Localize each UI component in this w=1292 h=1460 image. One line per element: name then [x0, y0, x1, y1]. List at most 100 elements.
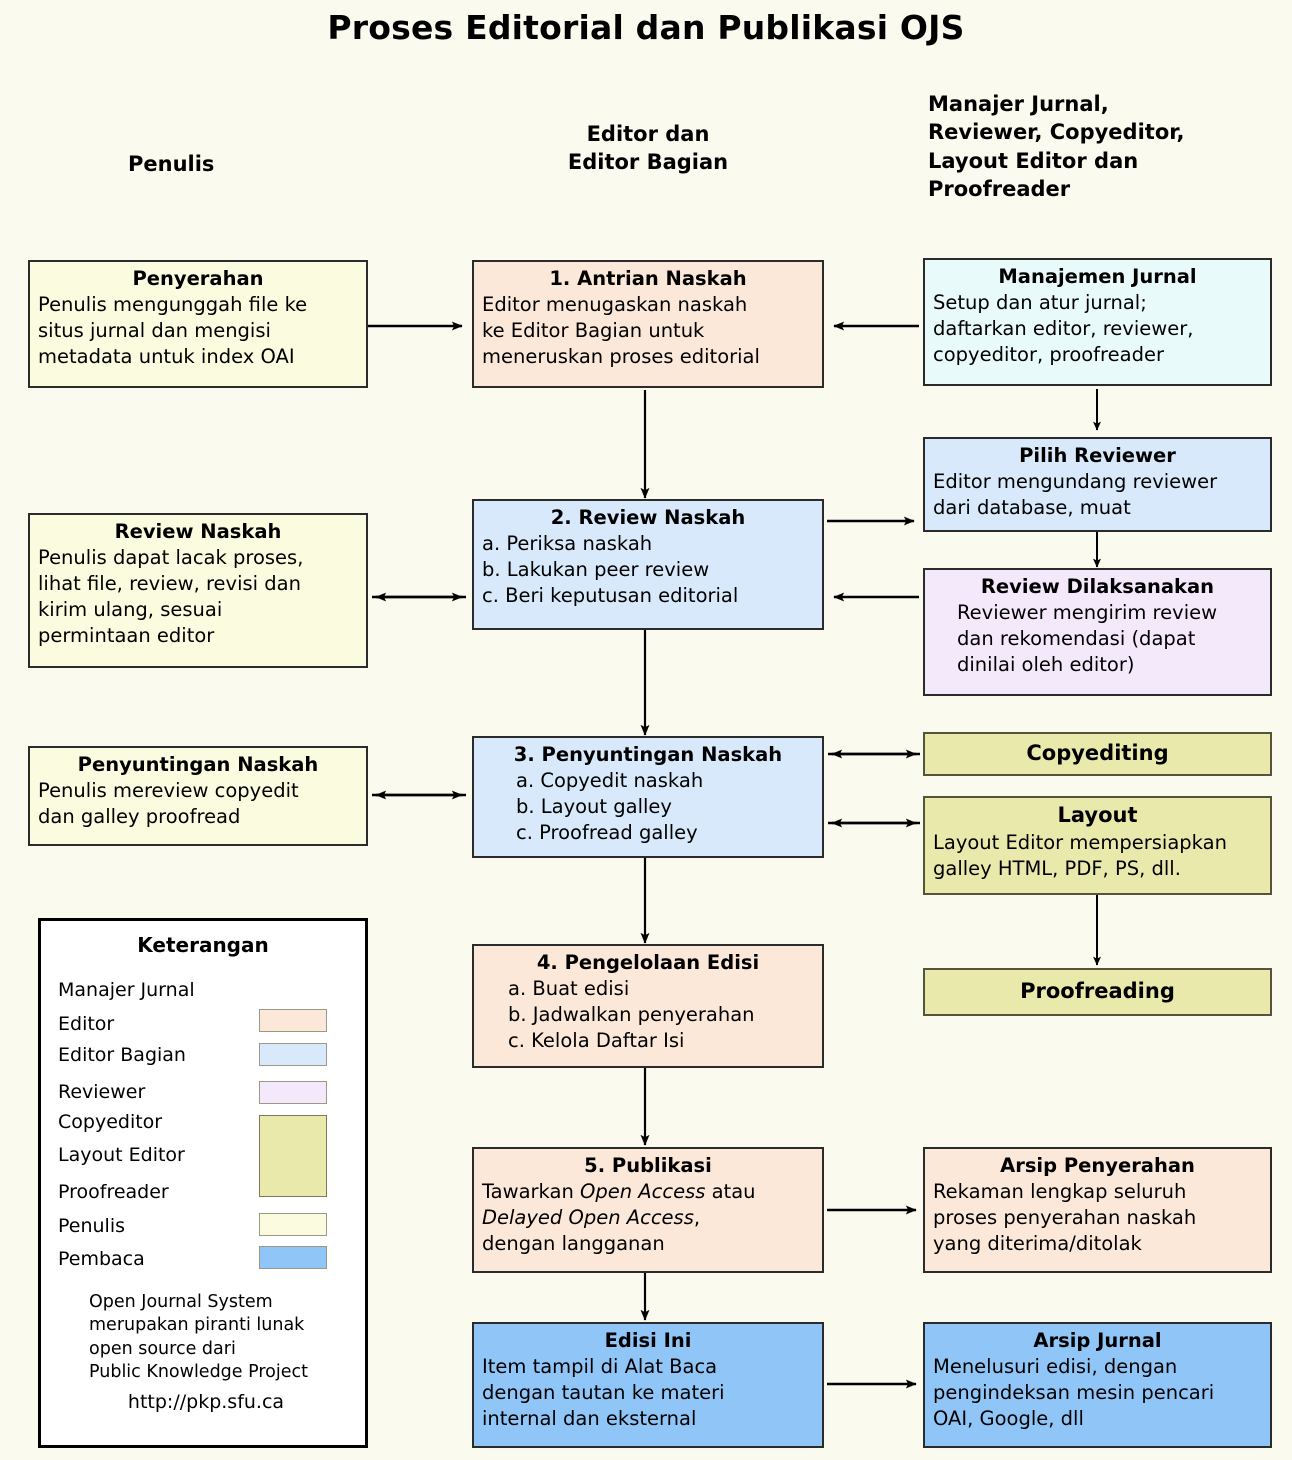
box-review-dilaksanakan[interactable]: Review Dilaksanakan Reviewer mengirim re… [923, 568, 1272, 696]
box-edisi-ini[interactable]: Edisi Ini Item tampil di Alat Baca denga… [472, 1322, 824, 1448]
box-layout[interactable]: Layout Layout Editor mempersiapkan galle… [923, 796, 1272, 895]
box-arsip-jurnal-line-1: Menelusuri edisi, dengan [933, 1354, 1178, 1378]
box-penyuntingan-naskah-line-1: a. Copyedit naskah [516, 768, 704, 792]
legend-swatch-reviewer [259, 1081, 327, 1104]
legend-panel: Keterangan Manajer Jurnal Editor Editor … [38, 918, 368, 1448]
legend-swatch-penulis [259, 1213, 327, 1236]
box-proofreading-heading: Proofreading [1020, 978, 1175, 1003]
legend-note-line-2: merupakan piranti lunak [89, 1315, 305, 1336]
box-manajemen-jurnal-line-2: daftarkan editor, reviewer, [933, 316, 1194, 340]
box-penyuntingan-naskah-penulis-line-2: dan galley proofread [38, 804, 241, 828]
box-layout-line-2: galley HTML, PDF, PS, dll. [933, 856, 1181, 880]
box-review-naskah-penulis-line-3: kirim ulang, sesuai [38, 597, 223, 621]
legend-label-penulis: Penulis [58, 1215, 126, 1237]
box-review-dilaksanakan-line-3: dinilai oleh editor) [957, 652, 1135, 676]
box-copyediting[interactable]: Copyediting [923, 732, 1272, 776]
box-penyerahan-line-2: situs jurnal dan mengisi [38, 318, 271, 342]
box-proofreading[interactable]: Proofreading [923, 968, 1272, 1016]
box-review-naskah-penulis-line-2: lihat file, review, revisi dan [38, 571, 301, 595]
box-pengelolaan-edisi-line-3: c. Kelola Daftar Isi [508, 1028, 685, 1052]
box-review-dilaksanakan-heading: Review Dilaksanakan [980, 575, 1215, 598]
legend-label-pembaca: Pembaca [58, 1248, 145, 1270]
box-pilih-reviewer-heading: Pilih Reviewer [1019, 444, 1176, 467]
box-penyuntingan-naskah-penulis[interactable]: Penyuntingan Naskah Penulis mereview cop… [28, 746, 368, 846]
legend-label-reviewer: Reviewer [58, 1081, 146, 1103]
box-publikasi-heading: 5. Publikasi [584, 1154, 712, 1177]
box-pengelolaan-edisi[interactable]: 4. Pengelolaan Edisi a. Buat edisi b. Ja… [472, 944, 824, 1068]
legend-swatch-copyeditor-layout-proofreader [259, 1115, 327, 1197]
box-penyuntingan-naskah[interactable]: 3. Penyuntingan Naskah a. Copyedit naska… [472, 736, 824, 858]
legend-label-proofreader: Proofreader [58, 1181, 169, 1203]
box-pilih-reviewer-line-1: Editor mengundang reviewer [933, 469, 1218, 493]
box-review-naskah[interactable]: 2. Review Naskah a. Periksa naskah b. La… [472, 499, 824, 630]
box-antrian-naskah-line-1: Editor menugaskan naskah [482, 292, 748, 316]
box-publikasi-line-2: Delayed Open Access, [482, 1205, 701, 1229]
box-layout-heading: Layout [1057, 803, 1138, 827]
box-review-naskah-line-2: b. Lakukan peer review [482, 557, 710, 581]
box-edisi-ini-heading: Edisi Ini [604, 1329, 692, 1352]
legend-swatch-editor-bagian [259, 1043, 327, 1066]
page-title: Proses Editorial dan Publikasi OJS [327, 8, 965, 47]
box-arsip-jurnal-line-2: pengindeksan mesin pencari [933, 1380, 1215, 1404]
legend-note: Open Journal System merupakan piranti lu… [89, 1291, 308, 1384]
box-penyerahan-line-1: Penulis mengunggah file ke [38, 292, 308, 316]
box-publikasi-line-3: dengan langganan [482, 1231, 665, 1255]
box-review-dilaksanakan-line-2: dan rekomendasi (dapat [957, 626, 1196, 650]
box-review-naskah-heading: 2. Review Naskah [550, 506, 746, 529]
box-publikasi[interactable]: 5. Publikasi Tawarkan Open Access atau D… [472, 1147, 824, 1273]
box-edisi-ini-line-3: internal dan eksternal [482, 1406, 697, 1430]
box-review-naskah-line-3: c. Beri keputusan editorial [482, 583, 739, 607]
box-penyuntingan-naskah-line-3: c. Proofread galley [516, 820, 698, 844]
box-penyerahan-line-3: metadata untuk index OAI [38, 344, 295, 368]
column-heading-authors: Penulis [128, 152, 215, 176]
box-penyerahan[interactable]: Penyerahan Penulis mengunggah file ke si… [28, 260, 368, 388]
box-review-naskah-penulis-line-4: permintaan editor [38, 623, 215, 647]
box-antrian-naskah-line-3: meneruskan proses editorial [482, 344, 760, 368]
box-review-naskah-penulis[interactable]: Review Naskah Penulis dapat lacak proses… [28, 513, 368, 668]
box-penyuntingan-naskah-heading: 3. Penyuntingan Naskah [513, 743, 783, 766]
legend-label-editor-bagian: Editor Bagian [58, 1044, 186, 1066]
box-manajemen-jurnal[interactable]: Manajemen Jurnal Setup dan atur jurnal; … [923, 258, 1272, 386]
box-antrian-naskah-line-2: ke Editor Bagian untuk [482, 318, 705, 342]
box-edisi-ini-line-1: Item tampil di Alat Baca [482, 1354, 718, 1378]
box-review-naskah-penulis-line-1: Penulis dapat lacak proses, [38, 545, 304, 569]
legend-swatch-editor [259, 1009, 327, 1032]
legend-title: Keterangan [137, 933, 269, 957]
box-arsip-penyerahan-heading: Arsip Penyerahan [1000, 1154, 1195, 1177]
legend-note-line-1: Open Journal System [89, 1292, 273, 1312]
legend-url[interactable]: http://pkp.sfu.ca [127, 1391, 285, 1413]
box-penyuntingan-naskah-line-2: b. Layout galley [516, 794, 672, 818]
box-arsip-jurnal-line-3: OAI, Google, dll [933, 1406, 1084, 1430]
box-arsip-jurnal-heading: Arsip Jurnal [1033, 1329, 1162, 1352]
legend-label-editor: Editor [58, 1013, 115, 1035]
box-publikasi-line-1: Tawarkan Open Access atau [482, 1179, 756, 1203]
box-arsip-jurnal[interactable]: Arsip Jurnal Menelusuri edisi, dengan pe… [923, 1322, 1272, 1448]
box-arsip-penyerahan[interactable]: Arsip Penyerahan Rekaman lengkap seluruh… [923, 1147, 1272, 1273]
box-arsip-penyerahan-line-1: Rekaman lengkap seluruh [933, 1179, 1187, 1203]
legend-label-layout-editor: Layout Editor [58, 1144, 185, 1166]
box-penyuntingan-naskah-penulis-heading: Penyuntingan Naskah [77, 753, 319, 776]
legend-swatch-pembaca [259, 1246, 327, 1269]
box-edisi-ini-line-2: dengan tautan ke materi [482, 1380, 725, 1404]
legend-note-line-3: open source dari [89, 1338, 236, 1359]
box-manajemen-jurnal-line-1: Setup dan atur jurnal; [933, 290, 1147, 314]
legend-note-line-4: Public Knowledge Project [89, 1361, 308, 1382]
box-pengelolaan-edisi-line-2: b. Jadwalkan penyerahan [508, 1002, 755, 1026]
box-review-dilaksanakan-line-1: Reviewer mengirim review [957, 600, 1218, 624]
box-review-naskah-penulis-heading: Review Naskah [114, 520, 282, 543]
box-manajemen-jurnal-heading: Manajemen Jurnal [998, 265, 1197, 288]
box-pengelolaan-edisi-line-1: a. Buat edisi [508, 976, 630, 1000]
column-heading-editors: Editor dan Editor Bagian [567, 122, 729, 175]
box-antrian-naskah[interactable]: 1. Antrian Naskah Editor menugaskan nask… [472, 260, 824, 388]
box-copyediting-heading: Copyediting [1026, 740, 1169, 765]
box-review-naskah-line-1: a. Periksa naskah [482, 531, 653, 555]
box-pengelolaan-edisi-heading: 4. Pengelolaan Edisi [536, 951, 760, 974]
column-heading-others: Manajer Jurnal, Reviewer, Copyeditor, La… [928, 92, 1185, 202]
box-penyerahan-heading: Penyerahan [132, 267, 264, 290]
box-antrian-naskah-heading: 1. Antrian Naskah [549, 267, 747, 290]
box-arsip-penyerahan-line-3: yang diterima/ditolak [933, 1231, 1142, 1255]
box-pilih-reviewer-line-2: dari database, muat [933, 495, 1131, 519]
box-layout-line-1: Layout Editor mempersiapkan [933, 830, 1227, 854]
box-pilih-reviewer[interactable]: Pilih Reviewer Editor mengundang reviewe… [923, 437, 1272, 532]
